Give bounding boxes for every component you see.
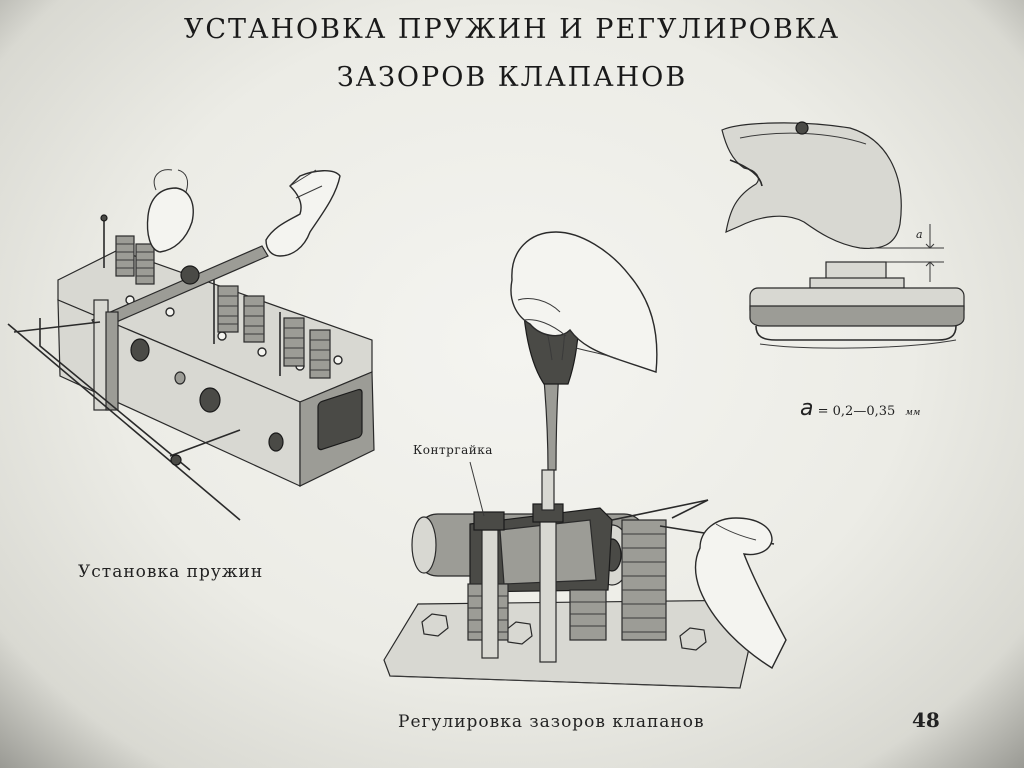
valve-springs [115, 235, 331, 379]
page-number: 48 [912, 708, 940, 732]
title-line-2: ЗАЗОРОВ КЛАПАНОВ [336, 62, 688, 93]
gap-unit: мм [905, 408, 921, 418]
gap-variable: a [800, 396, 814, 421]
gap-range: = 0,2—0,35 [817, 404, 896, 419]
valve-adjust-caption: Регулировка зазоров клапанов [398, 712, 705, 732]
title-line-1: УСТАНОВКА ПРУЖИН И РЕГУЛИРОВКА [183, 14, 841, 45]
gap-formula: a = 0,2—0,35 мм [800, 396, 920, 421]
valve-clearance-diagram [721, 121, 965, 349]
cylinder-head-illustration [7, 169, 375, 521]
spring-install-caption: Установка пружин [78, 562, 264, 582]
locknut-label: Контргайка [413, 443, 493, 457]
gap-dimension-label: a [916, 228, 923, 241]
rocker-adjustment-illustration [383, 231, 787, 689]
